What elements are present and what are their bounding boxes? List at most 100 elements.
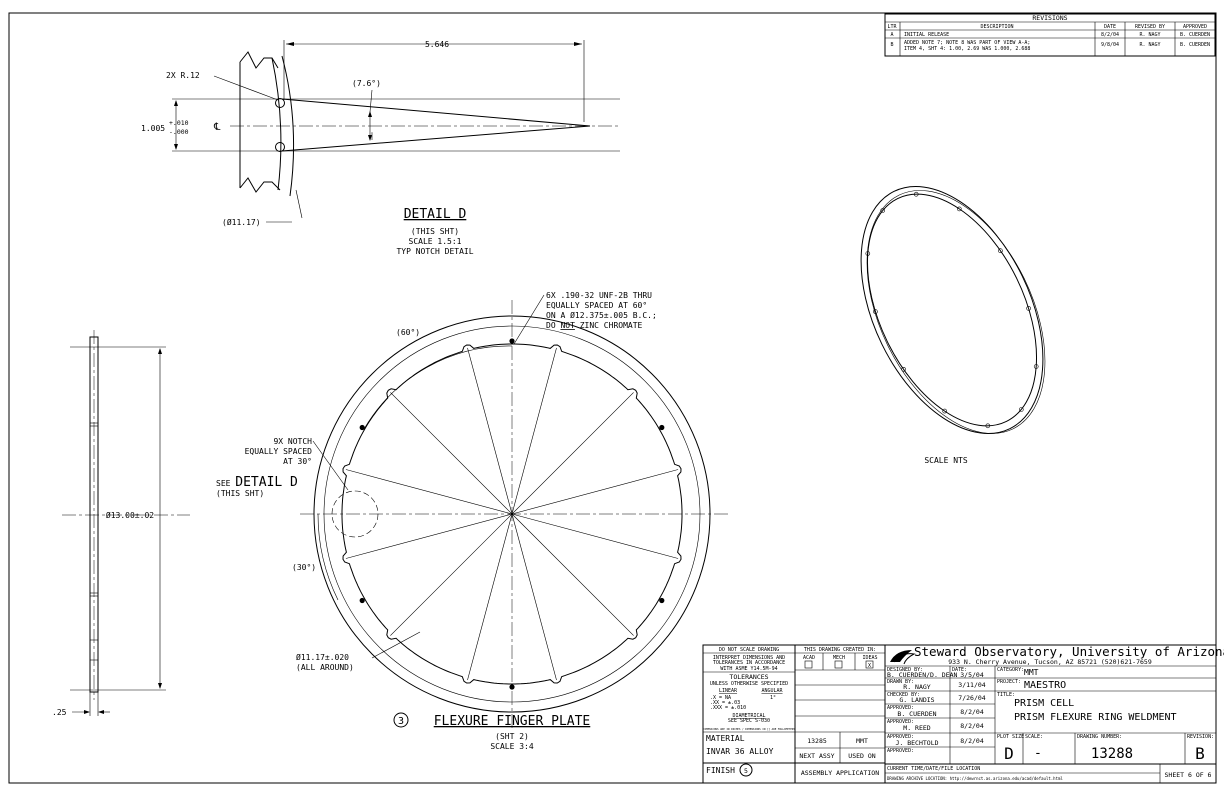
- linear-label: LINEAR: [719, 688, 738, 694]
- note-interpret: INTERPRET DIMENSIONS AND: [713, 655, 785, 661]
- detail-outer-arc: [281, 55, 295, 197]
- main-view-sub1: (SHT 2): [495, 732, 529, 741]
- side-dia-dim: Ø13.00±.02: [106, 510, 154, 520]
- detail-d-title: DETAIL D: [404, 207, 467, 222]
- created-in-label: THIS DRAWING CREATED IN:: [804, 647, 876, 653]
- detail-dia-dim: (Ø11.17): [222, 217, 261, 227]
- scale-value: -: [1034, 746, 1042, 761]
- tol-angular: 1°: [770, 695, 776, 701]
- angular-label: ANGULAR: [761, 688, 783, 694]
- current-time-label: CURRENT TIME/DATE/FILE LOCATION: [887, 766, 980, 772]
- approved-3-label: APPROVED:: [887, 734, 914, 740]
- hole-note-line-3: ON A Ø12.375±.005 B.C.;: [546, 310, 657, 320]
- drawing-title-line-2: PRISM FLEXURE RING WELDMENT: [1014, 712, 1177, 723]
- rev-b-desc-1: ADDED NOTE 7; NOTE 8 WAS PART OF VIEW A-…: [904, 40, 1030, 46]
- rev-a-desc: INITIAL RELEASE: [904, 32, 949, 38]
- rev-a-ltr: A: [890, 32, 893, 38]
- detail-height-dim: 1.005: [141, 124, 165, 133]
- iso-notch: [1018, 407, 1024, 412]
- revisions-table: REVISIONS LTR DESCRIPTION DATE REVISED B…: [884, 13, 1216, 57]
- rev-a-date: 8/2/04: [1101, 32, 1119, 38]
- revision-value: B: [1195, 744, 1205, 763]
- organization-name: Steward Observatory, University of Arizo…: [914, 644, 1224, 659]
- radial-construction-line: [390, 513, 513, 636]
- radial-construction-line: [390, 392, 513, 515]
- designed-by-label: DESIGNED BY:: [887, 667, 923, 673]
- radial-construction-line: [467, 513, 513, 681]
- approved-1-date: 8/2/04: [960, 708, 984, 716]
- revisions-title: REVISIONS: [1032, 14, 1067, 22]
- iso-notch: [956, 206, 962, 212]
- detail-d-callout-circle: [331, 490, 379, 538]
- plot-size-value: D: [1004, 744, 1014, 763]
- cad-ideas-check: X: [868, 663, 871, 669]
- radial-construction-line: [511, 392, 634, 515]
- tol-xx: .XX = ±.03: [710, 700, 740, 706]
- rev-header-revised-by: REVISED BY: [1135, 24, 1165, 30]
- rev-b-date: 9/8/04: [1101, 42, 1119, 48]
- approved-2-date: 8/2/04: [960, 722, 984, 730]
- assembly-application-label: ASSEMBLY APPLICATION: [801, 769, 879, 777]
- radial-construction-line: [511, 513, 634, 636]
- detail-height-tol-minus: -.000: [169, 128, 189, 136]
- iso-notch: [1033, 364, 1039, 369]
- approved-1: B. CUERDEN: [897, 710, 936, 718]
- tapped-hole: [659, 597, 665, 604]
- main-view-sub2: SCALE 3:4: [490, 742, 534, 751]
- iso-scale-label: SCALE NTS: [924, 456, 968, 465]
- rev-b-desc-2: ITEM 4, SHT 4: 1.00, 2.69 WAS 1.000, 2.6…: [904, 46, 1030, 52]
- drawn-by-label: DRAWN BY:: [887, 679, 914, 685]
- break-line-bottom: [239, 177, 281, 193]
- approved-4-label: APPROVED:: [887, 748, 914, 754]
- side-view: Ø13.00±.02 .25: [52, 330, 190, 717]
- cad-mech-checkbox: [834, 660, 843, 669]
- title-block: DO NOT SCALE DRAWING INTERPRET DIMENSION…: [702, 644, 1224, 784]
- notch-note-line-1: 9X NOTCH: [273, 437, 312, 446]
- radial-construction-line: [511, 469, 679, 515]
- tolerances-title: TOLERANCES: [729, 673, 768, 681]
- approved-2-label: APPROVED:: [887, 719, 914, 725]
- finish-value: 5: [744, 767, 748, 775]
- inner-dia-sub: (ALL AROUND): [296, 663, 354, 672]
- cad-acad: ACAD: [803, 655, 815, 661]
- rev-b-ltr: B: [890, 42, 893, 48]
- drawing-title-line-1: PRISM CELL: [1014, 698, 1074, 709]
- angle-60: (60°): [396, 328, 420, 337]
- notch-note-line-3: AT 30°: [283, 457, 312, 466]
- iso-notch: [998, 248, 1003, 253]
- tol-xxx: .XXX = ±.010: [710, 705, 746, 711]
- rev-header-approved: APPROVED: [1183, 24, 1207, 30]
- scale-label: SCALE:: [1025, 734, 1043, 740]
- rev-b-approved: B. CUERDEN: [1180, 42, 1210, 48]
- drawn-by: R. NAGY: [903, 683, 930, 691]
- cad-mech: MECH: [833, 655, 845, 661]
- isometric-view: SCALE NTS: [860, 186, 1046, 465]
- tapped-hole: [359, 597, 365, 604]
- rev-b-by: R. NAGY: [1139, 42, 1160, 48]
- main-view-title: FLEXURE FINGER PLATE: [434, 714, 591, 729]
- iso-notch: [901, 366, 906, 372]
- side-thickness-dim: .25: [52, 708, 67, 717]
- category-label: CATEGORY:: [997, 667, 1024, 673]
- title-label: TITLE:: [997, 692, 1015, 698]
- iso-notch: [865, 251, 871, 256]
- tapped-hole: [359, 424, 365, 431]
- archive-location: DRAWING ARCHIVE LOCATION: http://dewrnct…: [887, 776, 1063, 781]
- approved-3-date: 8/2/04: [960, 737, 984, 745]
- iso-ring-outer: [860, 186, 1044, 434]
- radial-construction-line: [511, 513, 679, 559]
- material-label: MATERIAL: [706, 734, 745, 743]
- used-on-value: MMT: [856, 737, 868, 745]
- finish-label: FINISH: [706, 766, 735, 775]
- plot-size-label: PLOT SIZE: [997, 734, 1024, 740]
- iso-notch: [1026, 306, 1031, 311]
- detail-inner-arc: [271, 57, 282, 191]
- iso-notch: [880, 208, 886, 213]
- item-number: 3: [398, 716, 404, 727]
- finish-balloon: [739, 763, 753, 777]
- checked-by: G. LANDIS: [899, 696, 934, 704]
- radial-construction-line: [511, 513, 557, 681]
- notch-note-line-2: EQUALLY SPACED: [245, 447, 313, 456]
- approved-3: J. BECHTOLD: [895, 739, 938, 747]
